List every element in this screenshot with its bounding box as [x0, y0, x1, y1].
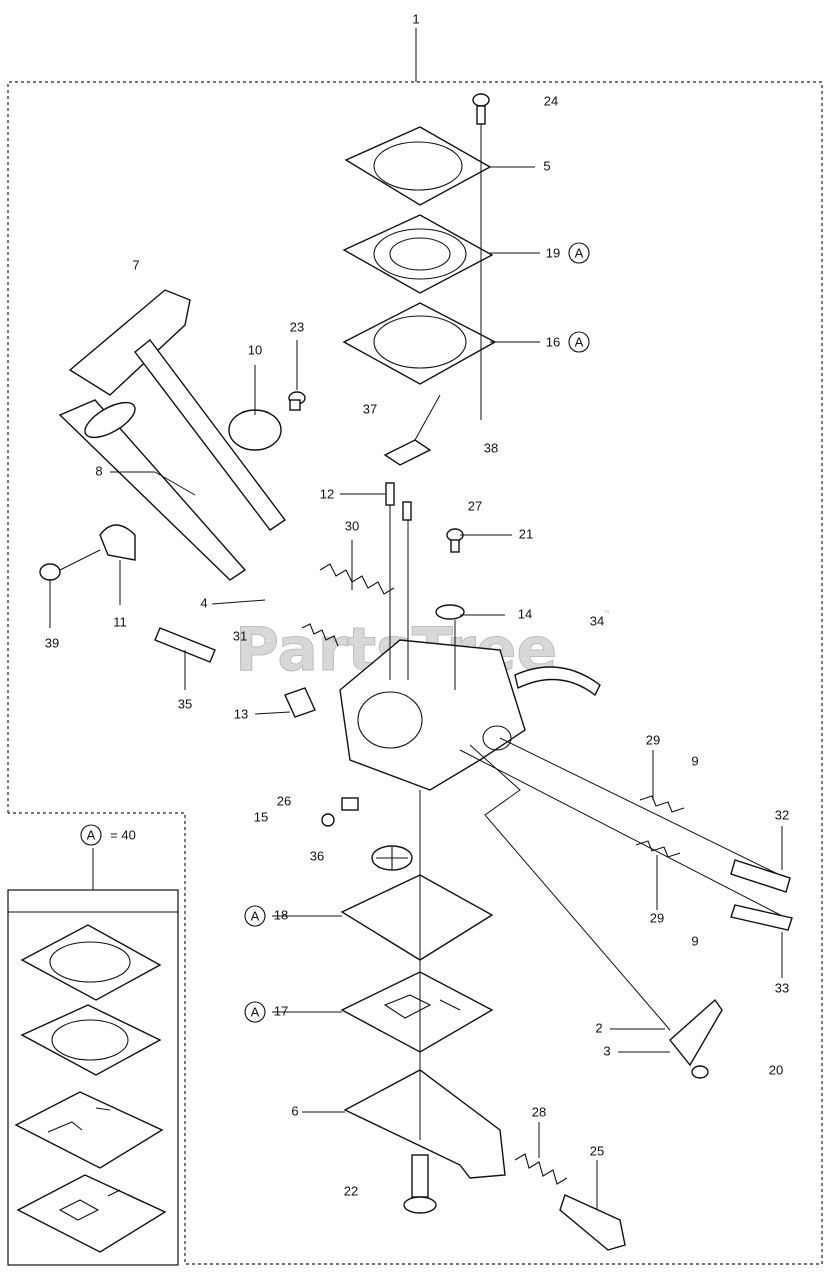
screw-icon	[691, 1065, 709, 1079]
spring-icon	[301, 623, 339, 647]
callout-4: 4	[200, 595, 207, 610]
callout-labels: 24 5 19 16 7 23 10 37 38 8 12 27 30 21 4…	[45, 93, 789, 1198]
callout-11: 11	[113, 614, 127, 629]
valve-plate-icon	[228, 409, 282, 451]
callout-21: 21	[519, 526, 533, 541]
gasket-icon	[20, 924, 162, 1001]
fitting-icon	[284, 687, 316, 718]
callout-29-upper: 29	[646, 732, 660, 747]
callout-9-upper: 9	[691, 753, 698, 768]
adjusting-needle-icon	[730, 904, 793, 931]
screw-icon	[288, 391, 306, 411]
lever-icon	[669, 998, 723, 1067]
callout-34: 34	[590, 613, 604, 628]
check-ball-icon	[321, 813, 335, 827]
callout-27: 27	[468, 498, 482, 513]
spring-icon	[319, 563, 395, 595]
callout-8: 8	[95, 463, 102, 478]
assembly-callout: 1	[412, 11, 419, 26]
callout-15: 15	[254, 809, 268, 824]
needle-icon	[385, 482, 395, 506]
watermark-trademark: ™	[602, 610, 611, 620]
callout-18: 18	[274, 907, 288, 922]
pin-icon	[154, 627, 216, 663]
shaft-icon	[134, 339, 287, 531]
callout-35: 35	[178, 696, 192, 711]
needle-icon	[559, 1194, 626, 1251]
callout-36: 36	[310, 848, 324, 863]
callout-31: 31	[233, 628, 247, 643]
leader-lines	[49, 166, 783, 1210]
kit-marker-circle	[80, 824, 102, 846]
callout-26: 26	[277, 793, 291, 808]
callout-19: 19	[546, 245, 560, 260]
gasket-icon	[20, 1004, 162, 1076]
callout-17: 17	[274, 1003, 288, 1018]
kit-marker-circle	[568, 242, 590, 264]
callout-32: 32	[775, 807, 789, 822]
callout-28: 28	[532, 1104, 546, 1119]
gasket-icon	[344, 126, 492, 206]
callout-16: 16	[546, 334, 560, 349]
spring-icon	[514, 1153, 568, 1185]
fuel-tube-icon	[514, 666, 601, 697]
screw-icon	[446, 528, 464, 553]
kit-callout: = 40	[110, 827, 136, 842]
callout-29-lower: 29	[650, 910, 664, 925]
assembly-frame	[7, 81, 823, 1265]
callout-7: 7	[132, 257, 139, 272]
jet-icon	[402, 501, 412, 521]
screw-icon	[39, 549, 101, 581]
callout-23: 23	[290, 319, 304, 334]
kit-marker-circle	[244, 905, 266, 927]
spring-icon	[639, 795, 685, 813]
callout-5: 5	[543, 158, 550, 173]
gasket-icon	[340, 874, 494, 961]
callout-25: 25	[590, 1143, 604, 1158]
kit-marker-18: A	[251, 908, 260, 923]
callout-24: 24	[544, 93, 558, 108]
kit-marker-16: A	[575, 334, 584, 349]
adjusting-needle-icon	[730, 859, 791, 893]
callout-37: 37	[363, 401, 377, 416]
spring-icon	[341, 797, 359, 811]
gasket-icon	[14, 1091, 164, 1169]
callout-3: 3	[603, 1043, 610, 1058]
callout-9-lower: 9	[691, 933, 698, 948]
spring-icon	[635, 840, 681, 858]
diaphragm-icon	[342, 214, 494, 294]
kit-marker: A	[87, 827, 96, 842]
callout-2: 2	[595, 1020, 602, 1035]
lever-icon	[383, 439, 432, 466]
gasket-icon	[342, 302, 497, 385]
diaphragm-icon	[435, 604, 465, 620]
callout-13: 13	[234, 706, 248, 721]
kit-marker-circle	[244, 1001, 266, 1023]
kit-marker-19: A	[575, 245, 584, 260]
callout-39: 39	[45, 635, 59, 650]
lever-icon	[99, 524, 136, 561]
callout-6: 6	[291, 1103, 298, 1118]
shaft-icon	[68, 289, 191, 396]
shaft-icon	[58, 399, 247, 581]
gasket-kit-box: A = 40	[7, 824, 179, 1266]
screw-icon	[403, 1154, 437, 1214]
callout-33: 33	[775, 980, 789, 995]
callout-22: 22	[344, 1183, 358, 1198]
kit-marker-circle	[568, 331, 590, 353]
callout-12: 12	[320, 486, 334, 501]
kit-marker-17: A	[251, 1004, 260, 1019]
callout-10: 10	[248, 342, 262, 357]
screw-icon	[472, 93, 490, 125]
callout-20: 20	[769, 1062, 783, 1077]
callout-30: 30	[345, 518, 359, 533]
callout-38: 38	[484, 440, 498, 455]
callout-14: 14	[518, 606, 532, 621]
